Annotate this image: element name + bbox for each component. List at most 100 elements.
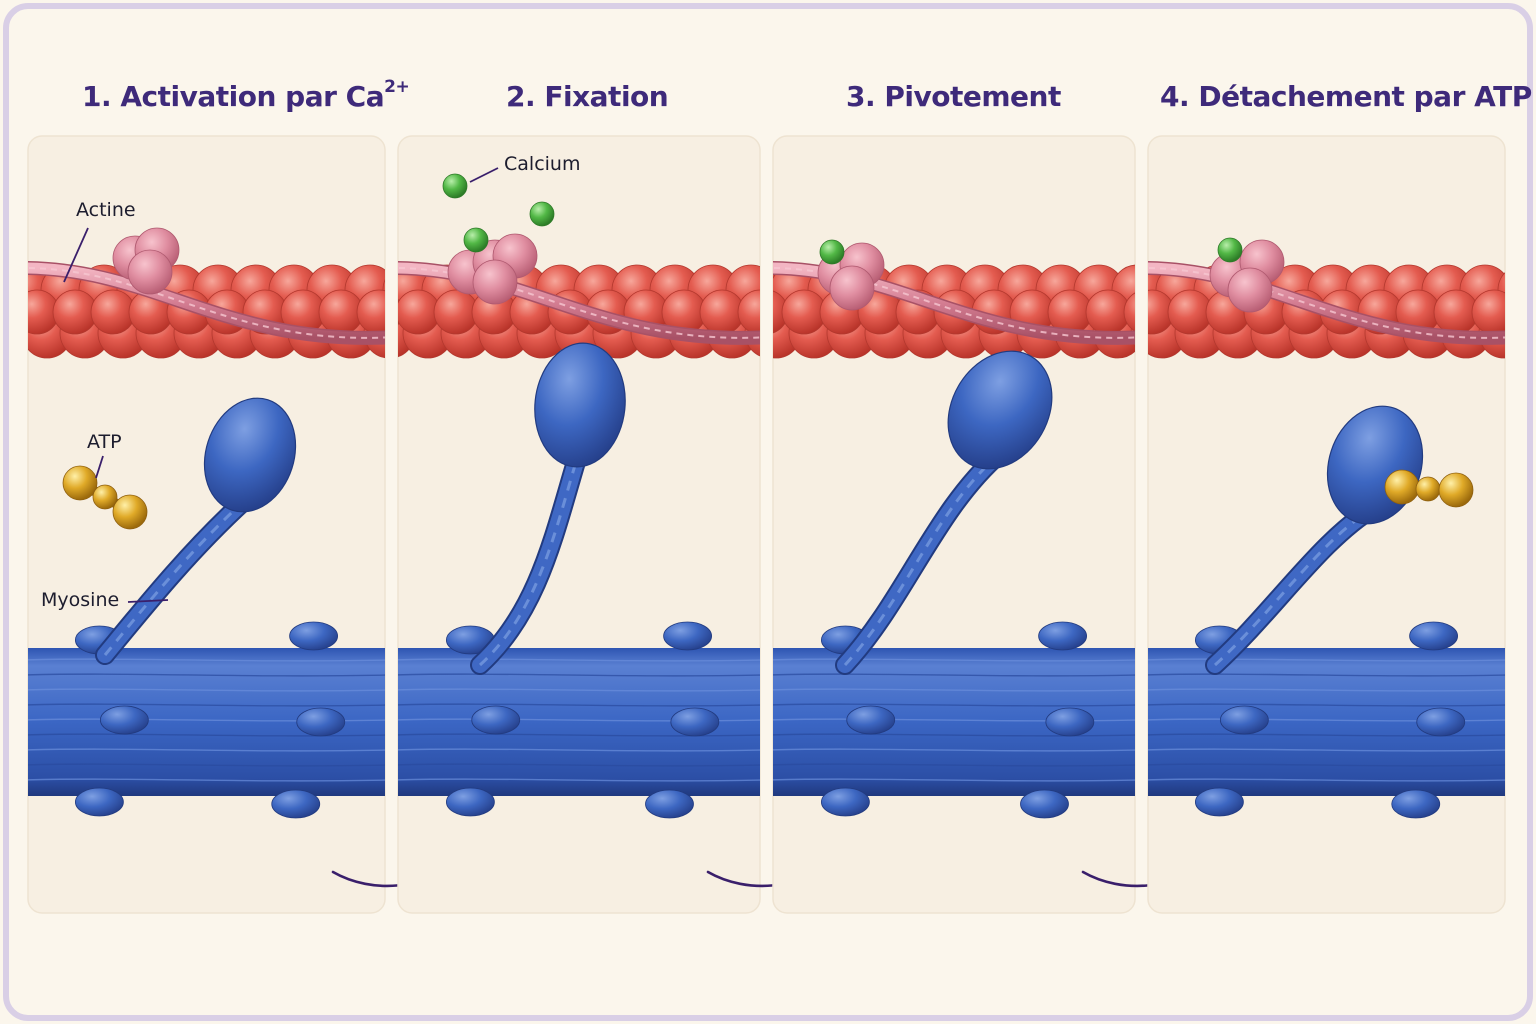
step-title-text-3: Pivotement	[884, 80, 1061, 113]
myosin-bump	[471, 705, 521, 735]
myosin-bump	[75, 787, 124, 817]
thick-filament-strand	[398, 733, 760, 737]
myosin-bump	[1409, 621, 1458, 651]
actin-monomer	[781, 289, 827, 335]
step-number-4: 4.	[1160, 80, 1190, 113]
actin-monomer	[52, 289, 98, 335]
myosine-leader-line	[127, 599, 169, 603]
tropomyosin-strand	[398, 262, 760, 344]
troponin-subunit	[829, 265, 875, 311]
atp-label: ATP	[87, 431, 122, 453]
calcium-ion	[529, 201, 555, 227]
thick-filament-strand	[398, 763, 760, 767]
step-title-text-4: Détachement par ATP	[1198, 80, 1532, 113]
actin-monomer	[699, 289, 745, 335]
panel-2	[397, 135, 761, 914]
atp-phosphate	[92, 484, 118, 510]
thick-filament-strand	[28, 658, 385, 662]
thick-filament-strand	[1148, 688, 1505, 692]
troponin-subunit	[1227, 267, 1273, 313]
actin-monomer	[1167, 289, 1213, 335]
tropomyosin-strand	[773, 262, 1135, 344]
step-title-text-2: Fixation	[544, 80, 669, 113]
actine-label: Actine	[76, 199, 136, 221]
actin-monomer	[318, 289, 364, 335]
tropomyosin-twist	[1148, 266, 1505, 339]
atp-phosphate	[1384, 469, 1420, 505]
myosin-bump	[271, 789, 321, 819]
thick-filament-strand	[773, 703, 1135, 707]
myosin-bump	[289, 621, 339, 651]
thick-filament-strand	[398, 778, 760, 782]
atp-molecule-bound	[1384, 469, 1474, 508]
myosine-label: Myosine	[41, 589, 120, 611]
myosin-head	[534, 342, 626, 468]
thick-filament-strand	[398, 688, 760, 692]
step-title-4: 4. Détachement par ATP	[1160, 80, 1532, 124]
calcium-ion	[463, 227, 489, 253]
thick-filament-strand	[28, 748, 385, 752]
thick-filament-strand	[773, 733, 1135, 737]
calcium-charge-superscript: 2+	[384, 77, 410, 97]
myosin-bump	[1195, 787, 1244, 817]
thick-filament-strand	[28, 763, 385, 767]
thick-filament-strand	[28, 673, 385, 677]
thick-filament-strand	[28, 733, 385, 737]
myosin-bump	[1416, 707, 1466, 737]
calcium-leader-line	[469, 167, 499, 183]
step-title-2: 2. Fixation	[506, 80, 669, 124]
atp-molecule	[62, 465, 148, 530]
myosin-bump	[99, 705, 149, 735]
panel-4	[1147, 135, 1506, 914]
actin-monomer	[398, 289, 441, 335]
myosin-thick-filament	[28, 621, 385, 819]
myosin-bump	[670, 707, 720, 737]
step-number-3: 3.	[846, 80, 876, 113]
myosin-bump	[663, 621, 712, 651]
myosin-head	[203, 397, 297, 513]
panel-1	[27, 135, 386, 914]
myosin-bump	[1045, 707, 1095, 737]
myosin-bump	[1219, 705, 1269, 735]
myosin-bump	[846, 705, 896, 735]
step-title-text-1: Activation par Ca	[120, 80, 385, 113]
actin-monomer	[90, 289, 136, 335]
myosin-neck-twist	[103, 494, 252, 656]
thick-filament-strand	[1148, 748, 1505, 752]
actin-monomer	[1123, 289, 1135, 335]
myosin-thick-filament	[773, 621, 1135, 819]
thick-filament-strand	[1148, 673, 1505, 677]
thick-filament-strand	[773, 748, 1135, 752]
thick-filament-strand	[1148, 658, 1505, 662]
calcium-ion	[1217, 237, 1243, 263]
actin-filament	[773, 264, 1135, 359]
thick-filament-strand	[28, 703, 385, 707]
myosin-neck-twist	[843, 452, 1001, 667]
atp-phosphate	[1438, 472, 1474, 508]
actin-monomer	[1085, 289, 1131, 335]
step-title-3: 3. Pivotement	[846, 80, 1061, 124]
myosin-bump	[645, 789, 694, 819]
myosin-thick-filament	[398, 621, 760, 819]
myosin-thick-filament	[1148, 621, 1505, 819]
thick-filament-strand	[1148, 703, 1505, 707]
thick-filament-strand	[28, 688, 385, 692]
thick-filament-strand	[398, 748, 760, 752]
step-number-2: 2.	[506, 80, 536, 113]
thick-filament-strand	[398, 703, 760, 707]
myosin-head	[947, 350, 1053, 470]
calcium-ion	[819, 239, 845, 265]
myosin-bump	[1391, 789, 1441, 819]
atp-phosphate	[62, 465, 98, 501]
actin-monomer	[737, 289, 760, 335]
thick-filament-strand	[773, 778, 1135, 782]
myosin-bump	[445, 787, 495, 817]
thick-filament-strand	[398, 658, 760, 662]
myosin-neck-twist	[478, 447, 582, 667]
actine-leader-line	[63, 227, 89, 283]
calcium-ion	[442, 173, 468, 199]
myosin-bump	[1020, 789, 1069, 819]
step-title-1: 1. Activation par Ca2+	[82, 77, 410, 124]
